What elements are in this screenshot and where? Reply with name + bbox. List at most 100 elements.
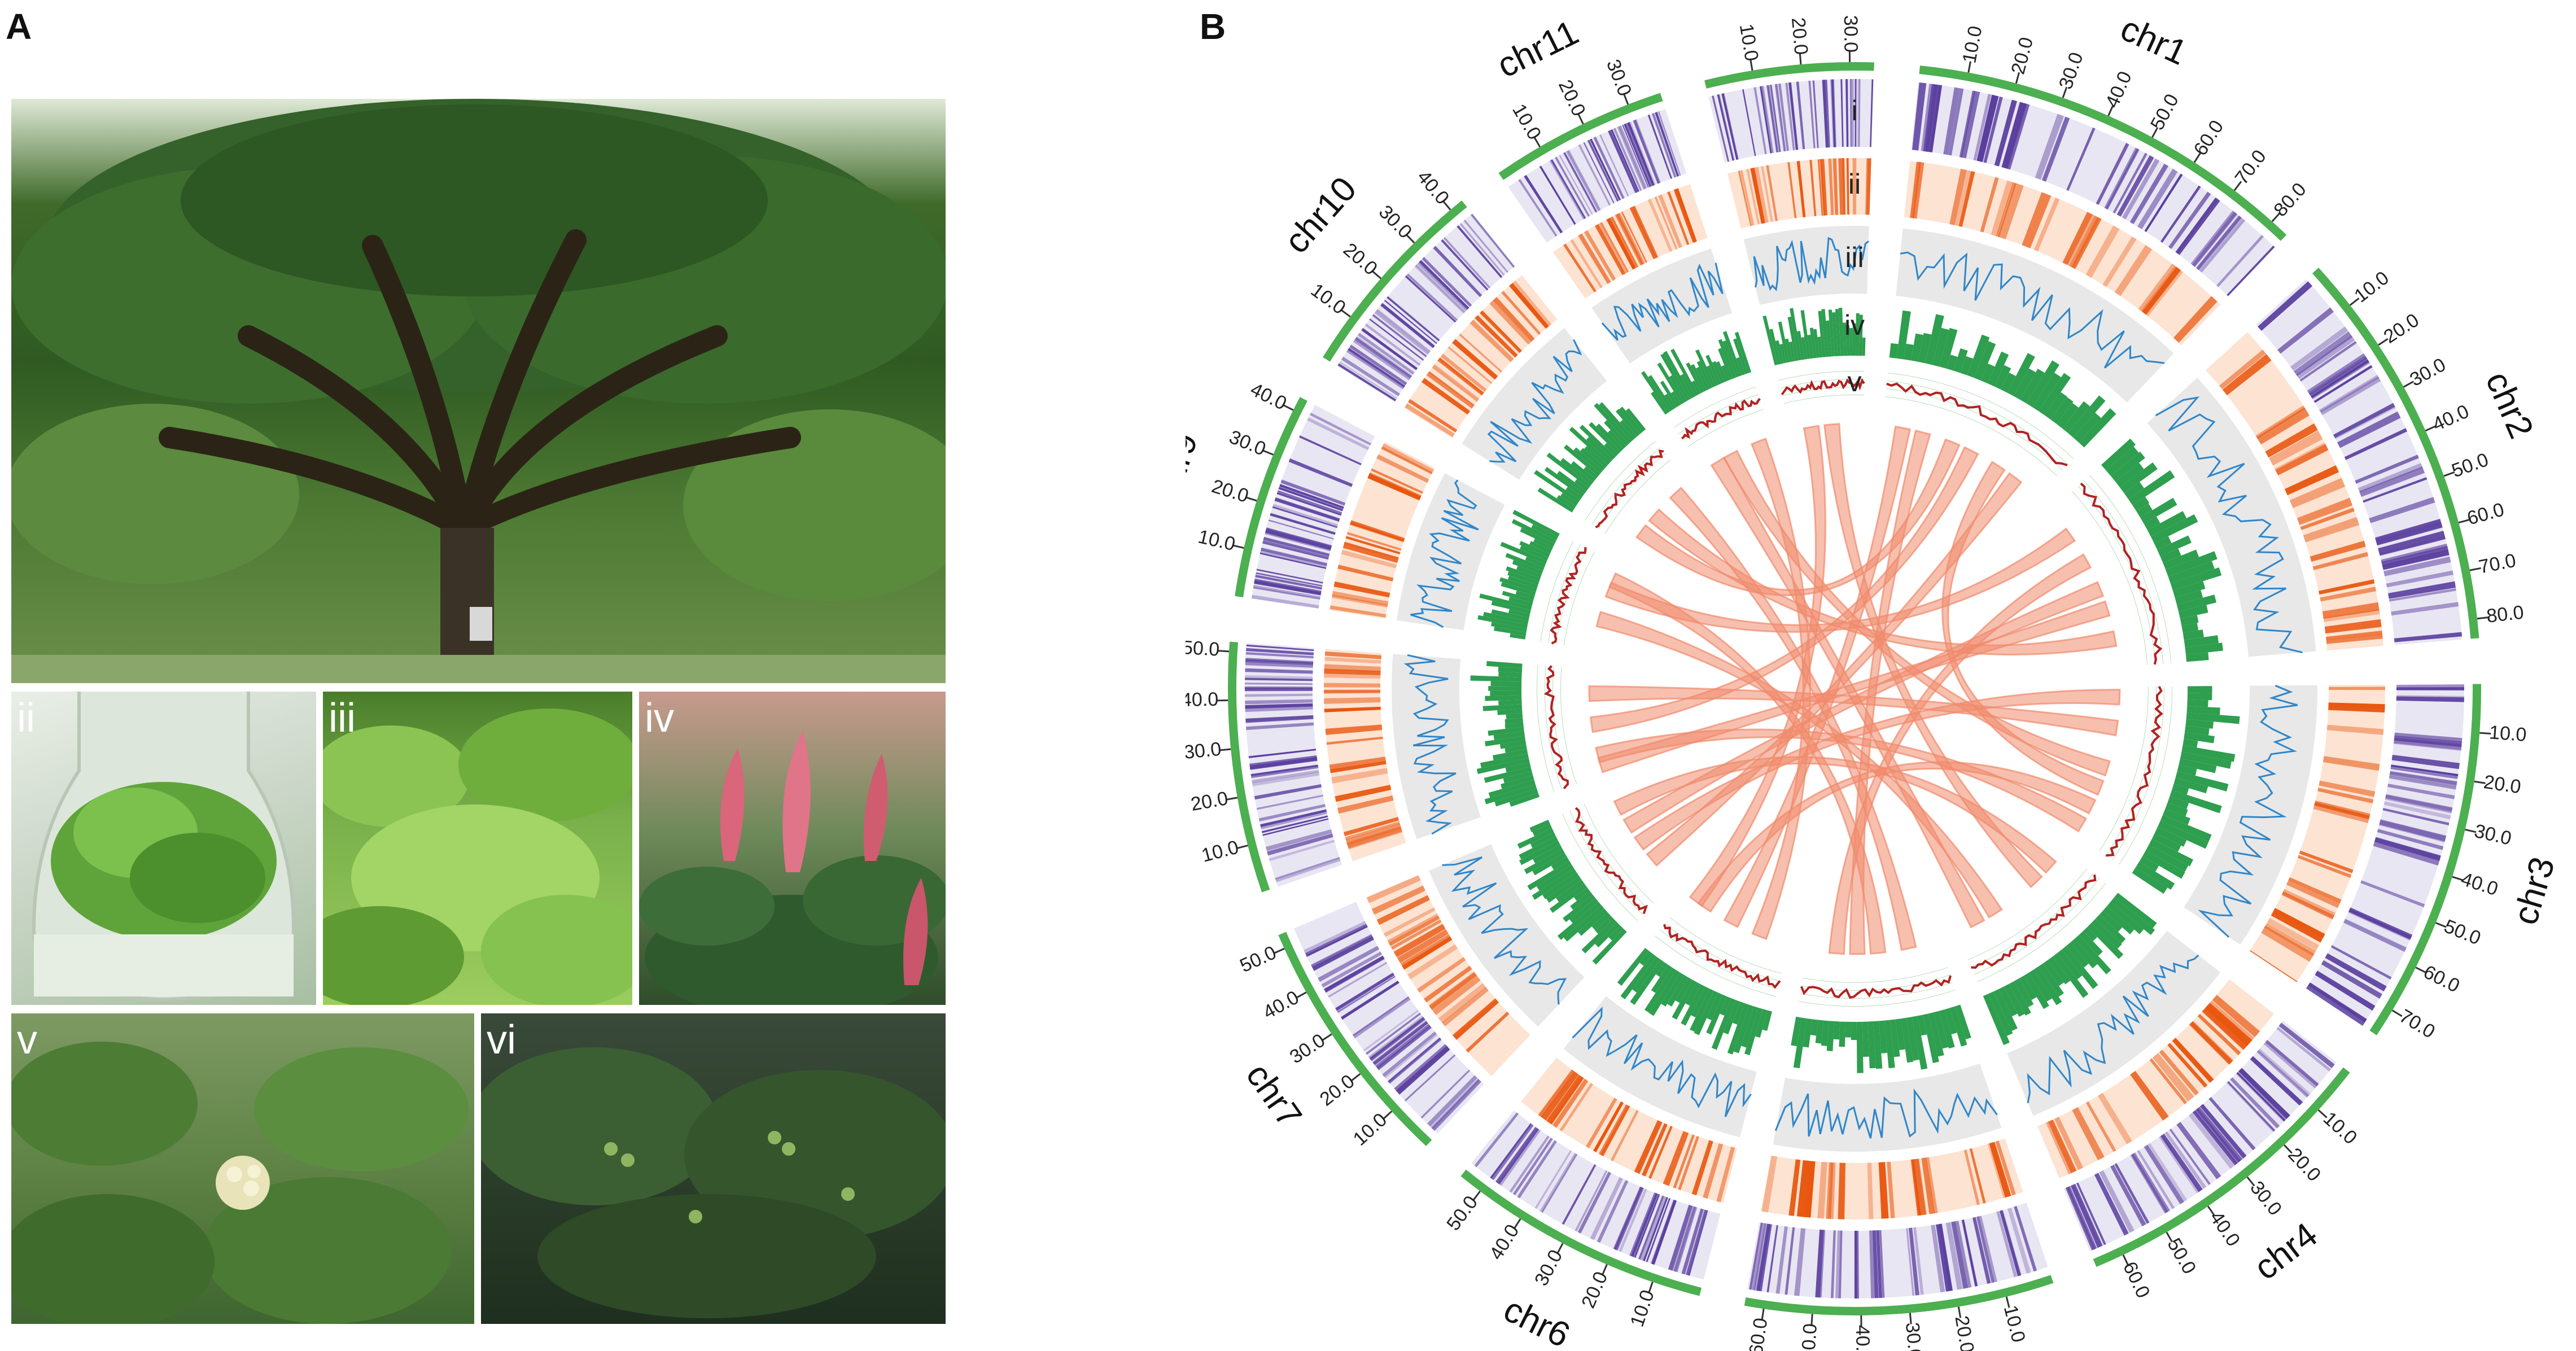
chrom-band xyxy=(1323,200,1467,362)
track-i-stripe xyxy=(1583,142,1615,204)
track-i-stripe xyxy=(2293,331,2353,377)
track-i-stripe xyxy=(1420,1069,1471,1119)
tick-mark xyxy=(2425,425,2437,432)
tick-mark xyxy=(1514,1218,1521,1229)
track-i-stripe xyxy=(2319,374,2380,413)
track-iv-bar xyxy=(1575,479,1589,491)
track-i-stripe xyxy=(2387,784,2455,799)
track-ii-stripe xyxy=(1335,785,1392,802)
track-i-stripe xyxy=(1876,1230,1883,1298)
track-iv-bar xyxy=(2154,536,2172,550)
track-ii-stripe xyxy=(1910,161,1921,218)
track-ii-stripe xyxy=(2102,236,2137,287)
track-ii-stripe xyxy=(1610,1110,1639,1161)
track-iv-bar xyxy=(1492,749,1528,760)
track-iv-bar xyxy=(2149,838,2194,867)
track-ii-stripe xyxy=(1324,668,1381,676)
track-iv-bar xyxy=(1879,1020,1888,1053)
tick-mark xyxy=(1274,947,1285,954)
track-ii-stripe xyxy=(2022,192,2052,248)
track-iv-bar xyxy=(1706,365,1718,386)
track-v-line xyxy=(1663,924,1781,989)
track-ii-stripe xyxy=(1796,1160,1810,1217)
tick-mark xyxy=(1383,1110,1393,1120)
tick-label: 20.0 xyxy=(1950,1314,1978,1351)
track-ii-stripe xyxy=(1324,651,1382,659)
track-ii-stripe xyxy=(1754,167,1769,224)
track-i-stripe xyxy=(2035,113,2064,180)
track-iv-bar xyxy=(1641,371,1671,413)
tick-label: 50.0 xyxy=(1442,1192,1482,1235)
track-ii-stripe xyxy=(1466,1011,1510,1053)
track-iv-bar xyxy=(2107,902,2144,934)
track-iv-bar xyxy=(1696,361,1713,389)
track-i-stripe xyxy=(2337,411,2401,448)
track-ii-stripe xyxy=(2288,877,2342,904)
track-iii-line xyxy=(1753,237,1869,291)
track-ii-stripe xyxy=(1331,594,1388,608)
tick-mark xyxy=(2391,1009,2403,1017)
track-iv-bar xyxy=(1517,828,1554,849)
track-iv-bar xyxy=(1884,1020,1895,1069)
track-iv-bar xyxy=(2166,551,2218,577)
track-i-stripe xyxy=(1913,1227,1924,1295)
track-i-stripe xyxy=(1619,1188,1647,1252)
track-ii-stripe xyxy=(2159,1050,2199,1096)
tick-mark xyxy=(1623,93,1629,105)
tick-label: 30.0 xyxy=(1186,738,1222,763)
track-i-stripe xyxy=(2378,530,2446,554)
track-iv-bar xyxy=(1791,1016,1801,1047)
track-i-stripe xyxy=(1978,1216,1997,1283)
track-iv-bar xyxy=(1707,993,1723,1021)
track-iii-band xyxy=(2147,377,2316,657)
track-i-stripe xyxy=(1263,536,1330,557)
track-iv-bar xyxy=(1573,887,1590,901)
track-iv-bar xyxy=(1946,355,1958,371)
track-i-stripe xyxy=(1939,1223,1953,1291)
track-i-stripe xyxy=(2007,1207,2031,1274)
track-i-stripe xyxy=(1340,980,1399,1020)
track-i-stripe xyxy=(1335,972,1395,1011)
track-i-stripe xyxy=(1577,1171,1611,1234)
track-ii-stripe xyxy=(1949,169,1967,225)
track-ii-stripe xyxy=(2286,881,2340,908)
track-i-stripe xyxy=(1790,82,1799,150)
track-i-stripe xyxy=(2369,497,2435,523)
track-iv-bar xyxy=(2151,833,2181,852)
track-iv-bar xyxy=(1723,1000,1740,1035)
track-iv-bar xyxy=(1779,344,1787,364)
photo-tag-iv: iv xyxy=(645,696,674,741)
track-iv-bar xyxy=(2185,652,2209,662)
track-iv-bar xyxy=(1788,341,1796,362)
chrom-band xyxy=(1744,1275,2054,1315)
track-i-stripe xyxy=(2001,1210,2022,1276)
track-iv-bar xyxy=(2114,893,2157,929)
tick-mark xyxy=(2465,828,2477,833)
track-ii-stripe xyxy=(1804,1161,1816,1218)
track-iv-bar xyxy=(2186,712,2240,724)
track-iv-bar xyxy=(2180,751,2232,769)
track-i-stripe xyxy=(1638,1195,1664,1260)
track-ii-stripe xyxy=(1324,674,1381,679)
track-iv-bar xyxy=(1578,908,1608,936)
track-iv-bar xyxy=(1556,880,1585,902)
track-i-stripe xyxy=(1348,347,1406,387)
synteny-link xyxy=(1635,438,1961,596)
track-iv-bar xyxy=(1685,982,1702,1006)
track-i-stripe xyxy=(1274,499,1340,522)
track-iv-bar xyxy=(1501,775,1534,789)
track-i-stripe xyxy=(2192,1110,2238,1166)
track-i-stripe xyxy=(1673,1206,1698,1273)
track-i-stripe xyxy=(2195,1107,2243,1162)
track-ii-stripe xyxy=(1454,999,1499,1040)
track-iv-bar xyxy=(1595,922,1620,948)
track-i-stripe xyxy=(1858,79,1860,147)
tick-label: 10.0 xyxy=(2000,1303,2030,1344)
track-iii-band xyxy=(1591,248,1733,364)
track-i-stripe xyxy=(1628,122,1655,186)
track-ii-stripe xyxy=(2114,245,2153,296)
track-iv-bar xyxy=(1531,524,1558,541)
track-i-stripe xyxy=(2137,1149,2175,1209)
track-i-stripe xyxy=(1624,124,1651,187)
